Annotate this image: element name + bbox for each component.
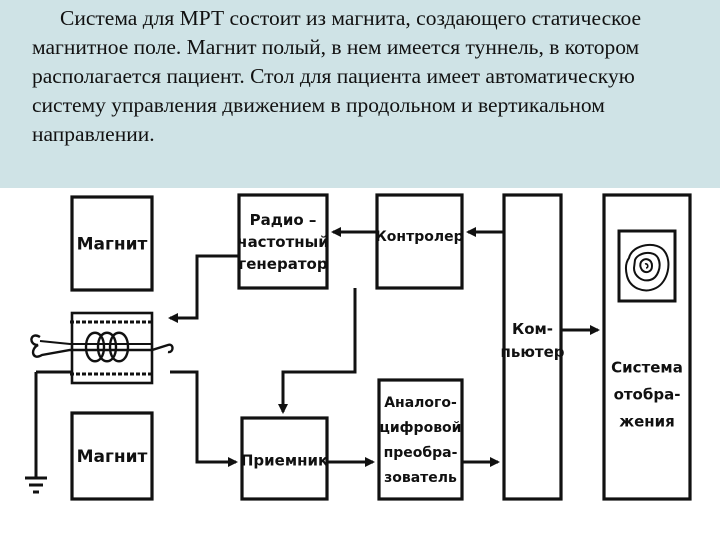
rf-generator-block: Радио – частотный генератор <box>237 193 329 290</box>
block-label-line: Ком- <box>512 320 553 338</box>
adc-block: Аналого-цифровой преобра-зователь <box>377 378 464 501</box>
block-label-line: Магнит <box>77 447 148 467</box>
connection-lines <box>168 227 600 467</box>
computer-label: Ком-пьютер <box>500 320 564 361</box>
display-label: Система отобра-жения <box>611 358 683 430</box>
block-label-line: жения <box>619 412 675 430</box>
adc-label: Аналого-цифровой преобра-зователь <box>379 395 461 486</box>
controller-label: Контролер <box>375 229 463 245</box>
block-label-line: Аналого- <box>384 395 457 411</box>
magnet-bottom-label: Магнит <box>77 447 148 467</box>
block-label-line: Система <box>611 358 683 376</box>
block-label-line: Контролер <box>375 229 463 245</box>
block-label-line: частотный <box>237 233 328 251</box>
ground-icon <box>25 370 72 494</box>
mri-slice-icon <box>617 229 677 303</box>
receiver-block: Приемник <box>240 416 329 501</box>
rf-coil-icon <box>30 311 174 385</box>
block-label-line: отобра- <box>614 385 681 403</box>
rf-generator-label: Радио – частотный генератор <box>237 211 328 273</box>
computer-block: Ком-пьютер <box>500 193 565 501</box>
block-label-line: цифровой <box>379 420 461 436</box>
magnet-top-block: Магнит <box>70 195 154 292</box>
block-label-line: зователь <box>384 470 457 486</box>
block-label-line: генератор <box>238 255 327 273</box>
magnet-top-label: Магнит <box>77 234 148 254</box>
block-label-line: пьютер <box>500 343 564 361</box>
receiver-label: Приемник <box>241 451 328 469</box>
block-label-line: Приемник <box>241 451 328 469</box>
caption-box: Система для МРТ состоит из магнита, созд… <box>0 0 720 188</box>
caption-text: Система для МРТ состоит из магнита, созд… <box>32 6 642 146</box>
block-label-line: Радио – <box>250 211 317 229</box>
controller-block: Контролер <box>375 193 464 290</box>
block-label-line: преобра- <box>384 445 458 461</box>
block-label-line: Магнит <box>77 234 148 254</box>
magnet-bottom-block: Магнит <box>70 411 154 501</box>
